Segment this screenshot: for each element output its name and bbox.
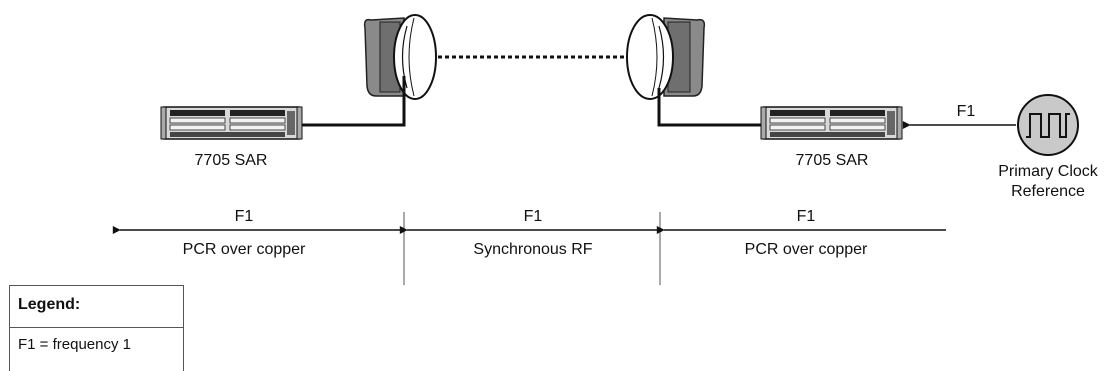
right-router-label: 7705 SAR bbox=[796, 152, 869, 169]
segment-medium-label: PCR over copper bbox=[183, 241, 306, 258]
legend-entry: F1 = frequency 1 bbox=[18, 336, 131, 353]
clock-label-line2: Reference bbox=[1011, 183, 1085, 200]
legend-title: Legend: bbox=[18, 296, 81, 313]
microwave-dish-icon bbox=[363, 14, 437, 100]
clock-label-line1: Primary Clock bbox=[998, 163, 1099, 180]
microwave-dish-icon bbox=[626, 14, 706, 100]
segment-frequency-label: F1 bbox=[235, 208, 254, 225]
left-router-label: 7705 SAR bbox=[195, 152, 268, 169]
clock-pulse-icon bbox=[1017, 94, 1079, 156]
segment-medium-label: Synchronous RF bbox=[473, 241, 592, 258]
clock-input-label: F1 bbox=[957, 103, 976, 120]
right-cable bbox=[657, 88, 763, 127]
segment-frequency-label: F1 bbox=[524, 208, 543, 225]
router-icon bbox=[760, 106, 903, 140]
router-icon bbox=[160, 106, 303, 140]
legend-divider bbox=[10, 327, 183, 328]
left-cable bbox=[299, 76, 406, 127]
legend: Legend: F1 = frequency 1 bbox=[9, 285, 184, 371]
segment-medium-label: PCR over copper bbox=[745, 241, 868, 258]
segment-frequency-label: F1 bbox=[797, 208, 816, 225]
